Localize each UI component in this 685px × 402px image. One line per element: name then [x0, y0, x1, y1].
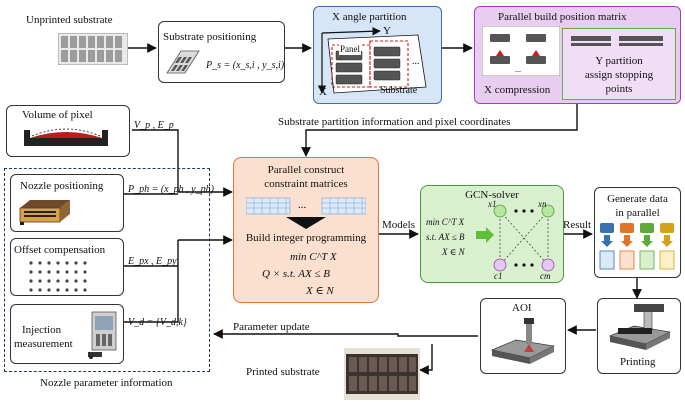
offset-dots-icon [29, 261, 87, 292]
offset-compensation-title: Offset compensation [14, 244, 106, 256]
p-ph-label: P_ph = (x_ph , y_ph) [128, 184, 214, 195]
node-x1: x1 [488, 199, 497, 209]
arrow-parallel-to-center [301, 104, 578, 157]
constraint-title-2: constraint matrices [264, 178, 348, 190]
injection-line-1: Injection [22, 324, 62, 336]
gcn-st: s.t. AX ≤ B [426, 232, 465, 242]
printed-substrate-photo [344, 348, 420, 400]
printer-icon [608, 304, 672, 350]
nozzle-group-label: Nozzle parameter information [40, 377, 173, 389]
nozzle-group-dashed [4, 168, 210, 372]
arrow-parameter-update [213, 329, 478, 339]
node-c1: c1 [494, 271, 503, 281]
unprinted-substrate-icon [58, 33, 128, 65]
gcn-set: X ∈ N [442, 247, 465, 257]
y-partition-icon [571, 36, 663, 46]
printed-substrate-label: Printed substrate [246, 366, 320, 378]
parallel-data-icons [599, 223, 675, 270]
generate-line-1: Generate data [607, 193, 668, 205]
injection-line-2: measurement [14, 338, 73, 350]
arrow-aoi-to-printed [419, 344, 433, 375]
generate-line-2: in parallel [615, 207, 660, 219]
node-xn: xn [538, 199, 547, 209]
printing-label: Printing [620, 356, 656, 368]
arrow-volume-to-center [132, 129, 233, 197]
nozzle-positioning-title: Nozzle positioning [20, 180, 104, 192]
substrate-positioning-icon [166, 50, 200, 74]
gcn-title: GCN-solver [465, 189, 519, 201]
pixel-volume-icon [24, 128, 108, 146]
offset-compensation-box [10, 238, 124, 296]
svg-text:...: ... [515, 65, 521, 74]
volume-of-pixel-title: Volume of pixel [22, 109, 93, 121]
e-px-label: E_px , E_py [128, 256, 177, 267]
substrate-label: Substrate [380, 85, 418, 96]
y-partition-line-3: points [605, 83, 633, 95]
v-d-label: V_d = {V_d,k} [128, 317, 187, 328]
gcn-min: min C^T X [426, 217, 465, 227]
positioning-formula: P_s = (x_s,i , y_s,i) [206, 60, 285, 71]
unprinted-substrate-label: Unprinted substrate [26, 14, 113, 26]
line-injection [124, 240, 179, 323]
partition-info-label: Substrate partition information and pixe… [278, 116, 511, 128]
constraint-title-1: Parallel construct [267, 164, 345, 176]
vp-ep-label: V_p , E_p [134, 120, 174, 131]
panel-label: Panel [339, 43, 361, 55]
axis-y-label: Y [383, 25, 391, 37]
eq-min: min C^T X [290, 251, 337, 263]
substrate-positioning-title: Substrate positioning [163, 31, 257, 43]
x-compression-label: X compression [484, 84, 551, 96]
matrix-grid-icons [246, 197, 366, 215]
matrix-dots: ... [298, 199, 307, 211]
y-partition-line-1: Y partition [595, 55, 643, 67]
result-label: Result [563, 219, 592, 231]
build-ip-label: Build integer programming [245, 232, 367, 244]
parameter-update-label: Parameter update [233, 321, 310, 333]
x-angle-dots: ... [412, 56, 420, 67]
x-angle-partition-title: X angle partition [332, 11, 407, 23]
parallel-build-title: Parallel build position matrix [498, 11, 627, 23]
aoi-machine-icon [490, 318, 556, 364]
x-compression-diagram: ... [482, 26, 560, 76]
axis-x-label: X [319, 86, 327, 98]
eq-st: Q × s.t. AX ≤ B [262, 268, 330, 280]
injection-device-icon [88, 311, 117, 359]
models-label: Models [382, 219, 415, 231]
nozzle-head-icon [19, 200, 70, 225]
down-triangle-icon [286, 217, 326, 229]
node-cm: cm [540, 271, 551, 281]
y-partition-line-2: assign stopping [584, 69, 654, 81]
eq-set: X ∈ N [306, 285, 334, 297]
aoi-label: AOI [512, 302, 532, 314]
gcn-graph [476, 204, 555, 272]
constraint-matrices-box [233, 157, 379, 303]
